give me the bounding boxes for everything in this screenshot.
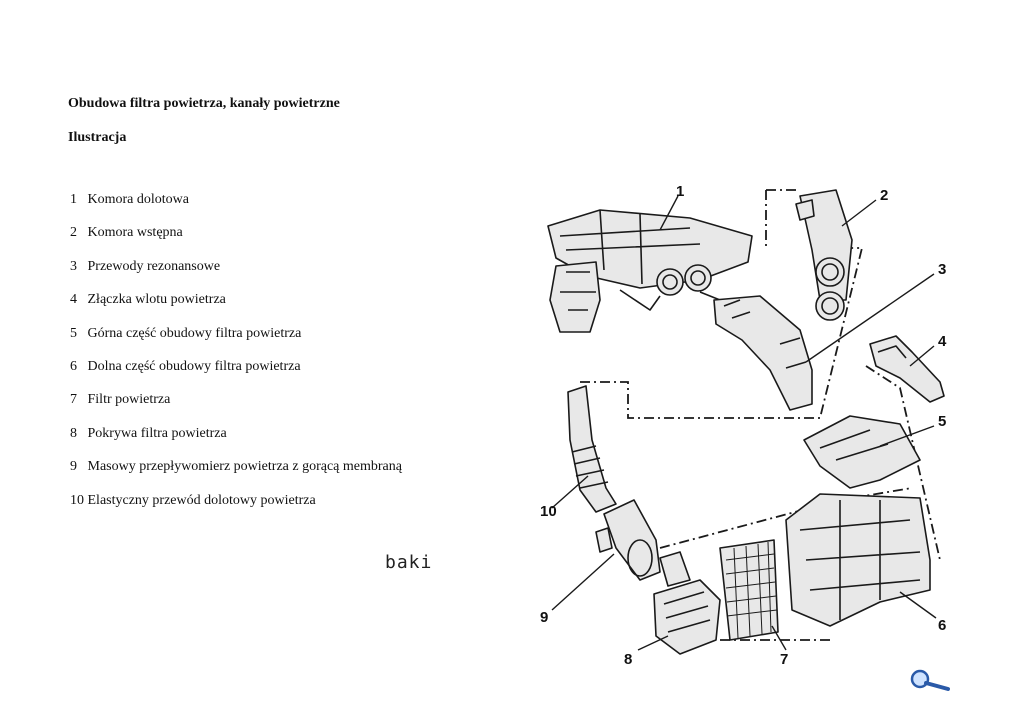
part-air-filter [719,539,779,641]
legend-number: 3 [70,258,77,274]
legend-number: 9 [70,459,77,475]
legend-text: Górna część obudowy filtra powietrza [87,325,302,341]
legend-item: 1 Komora dolotowa [70,190,402,223]
leader-line [659,195,679,231]
legend-number: 7 [70,392,77,408]
legend-item: 6 Dolna część obudowy filtra powietrza [70,357,402,390]
leader-line [551,553,615,611]
leader-line [771,625,787,651]
assembly-line [765,189,800,248]
parts-legend: 1 Komora dolotowa 2 Komora wstępna 3 Prz… [70,190,402,524]
legend-number: 1 [70,192,77,207]
leader-line [909,345,935,367]
legend-item: 7 Filtr powietrza [70,390,402,423]
callout-1: 1 [676,183,684,200]
legend-number: 8 [70,425,77,441]
legend-text: Filtr powietrza [87,392,171,408]
legend-item: 2 Komora wstępna [70,223,402,256]
part-mass-air-flow-meter [595,499,661,581]
legend-text: Pokrywa filtra powietrza [87,425,227,441]
leader-line [841,199,877,227]
part-filter-cover [653,551,721,655]
callout-8: 8 [624,651,632,668]
part-upper-housing [803,415,921,489]
part-intake-manifold [547,209,753,333]
callout-3: 3 [938,261,946,278]
legend-text: Dolna część obudowy filtra powietrza [87,358,301,374]
legend-text: Komora wstępna [87,225,183,241]
assembly-line [580,247,864,419]
magnifier-icon[interactable] [908,668,954,694]
callout-7: 7 [780,651,788,668]
callout-6: 6 [938,617,946,634]
page-title: Obudowa filtra powietrza, kanały powietr… [68,96,340,111]
annotation-text: baki [385,552,433,573]
legend-item: 3 Przewody rezonansowe [70,257,402,290]
exploded-parts-diagram: 1 2 3 4 5 6 7 8 9 10 [540,183,947,668]
legend-number: 10 [70,492,84,508]
legend-item: 4 Złączka wlotu powietrza [70,290,402,323]
part-pre-chamber [795,189,853,321]
legend-text: Elastyczny przewód dolotowy powietrza [87,492,316,508]
leader-line [879,425,935,447]
leader-line [805,273,935,363]
legend-text: Masowy przepływomierz powietrza z gorącą… [87,459,402,475]
legend-number: 2 [70,225,77,241]
legend-number: 6 [70,358,77,374]
part-flexible-duct [567,385,617,513]
legend-item: 8 Pokrywa filtra powietrza [70,424,402,457]
callout-4: 4 [938,333,947,350]
legend-text: Przewody rezonansowe [87,258,221,274]
legend-text: Komora dolotowa [87,192,189,207]
legend-item: 10 Elastyczny przewód dolotowy powietrza [70,491,402,524]
legend-item: 9 Masowy przepływomierz powietrza z gorą… [70,457,402,490]
part-resonance-pipes [713,295,813,411]
part-inlet-connector [869,335,945,403]
assembly-line [865,365,941,561]
leader-line [637,635,669,651]
callout-2: 2 [880,187,888,204]
callout-10: 10 [540,503,557,520]
leader-line [551,475,589,509]
page-subtitle: Ilustracja [68,130,127,145]
legend-number: 4 [70,292,77,308]
legend-text: Złączka wlotu powietrza [87,292,226,308]
legend-number: 5 [70,325,77,341]
leader-line [899,591,937,619]
callout-9: 9 [540,609,548,626]
callout-5: 5 [938,413,946,430]
part-lower-housing [785,493,931,627]
legend-item: 5 Górna część obudowy filtra powietrza [70,324,402,357]
